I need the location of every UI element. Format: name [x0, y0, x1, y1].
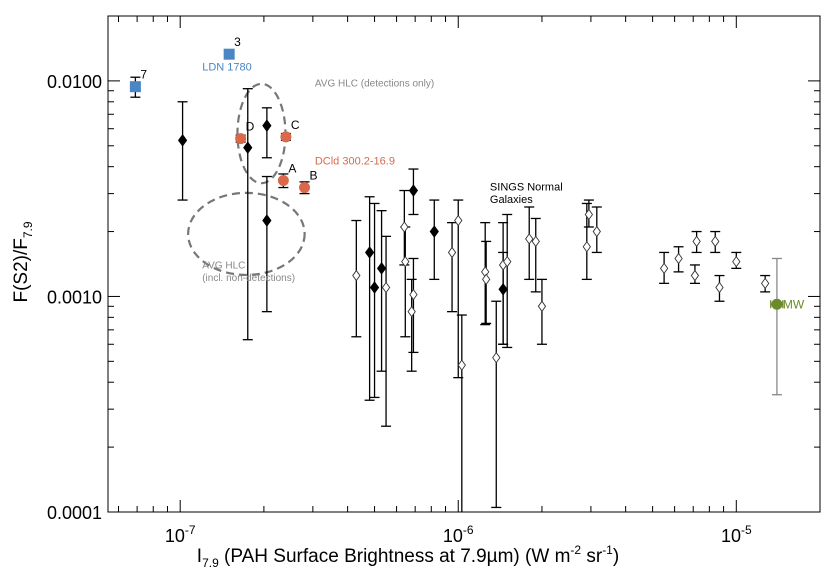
sings-point [674, 252, 683, 265]
average-ellipse [187, 191, 306, 277]
hlc-point [369, 281, 380, 294]
hlc-point [408, 184, 419, 197]
dcld-point [235, 133, 247, 145]
sings-point [457, 359, 466, 371]
sings-point [454, 214, 463, 227]
point-label: 7 [140, 68, 147, 82]
mw-point [771, 298, 783, 310]
y-tick-label: 0.0001 [47, 503, 102, 523]
x-tick-label: 10-5 [721, 523, 752, 546]
sings-point [659, 262, 669, 275]
sings-point [409, 288, 418, 301]
x-tick-label-exponent: -6 [463, 523, 474, 537]
x-tick-label: 10-7 [165, 523, 196, 546]
x-axis-title-sup1: -2 [570, 543, 581, 557]
point-label: MW [783, 297, 805, 311]
annotation-text: LDN 1780 [202, 61, 252, 73]
sings-point [761, 277, 770, 290]
x-axis-title-sup2: -1 [602, 543, 613, 557]
dcld-point [277, 175, 289, 187]
x-axis-title-mid: sr [581, 546, 603, 567]
annotation-text: SINGS Normal [490, 182, 563, 194]
ldn-point [223, 48, 235, 60]
x-tick-label-exponent: -5 [741, 523, 752, 537]
sings-point [481, 273, 491, 286]
sings-point [690, 269, 700, 282]
point-label: B [310, 169, 318, 183]
x-axis-title-end: ) [613, 546, 619, 567]
point-label: A [288, 162, 296, 176]
x-tick-label-base: 10 [165, 526, 185, 546]
point-label: C [291, 118, 300, 132]
sings-point [352, 269, 361, 282]
sings-point [400, 221, 409, 233]
annotation-text: AVG HLC (detections only) [315, 79, 434, 90]
y-tick-label: 0.0010 [47, 287, 102, 307]
hlc-point [243, 141, 253, 155]
x-tick-label-base: 10 [721, 526, 741, 546]
sings-point [692, 235, 701, 248]
annotation-text: DCld 300.2-16.9 [315, 155, 395, 167]
y-axis-title-sub: 7.9 [21, 221, 35, 238]
sings-point [582, 240, 591, 253]
sings-point [381, 281, 391, 294]
ldn-point [129, 81, 141, 93]
y-axis-title: F(S2)/F7.9 [11, 221, 35, 302]
x-tick-label-exponent: -7 [185, 523, 196, 537]
sings-point [537, 300, 547, 313]
sings-point [715, 281, 724, 294]
dcld-point [299, 182, 311, 194]
sings-point [531, 235, 540, 248]
average-ellipse [236, 82, 287, 185]
hlc-point [429, 225, 439, 238]
y-axis-title-main: F(S2)/F [11, 238, 32, 302]
sings-point [503, 255, 512, 268]
annotation-text: Galaxies [490, 194, 533, 206]
sings-point [407, 305, 416, 318]
hlc-point [498, 282, 508, 296]
point-label: 3 [234, 35, 241, 49]
errorbar-layer [130, 49, 784, 512]
y-tick-label: 0.0100 [47, 72, 102, 92]
sings-point [584, 208, 594, 221]
sings-point [447, 246, 457, 259]
sings-point [592, 225, 601, 238]
hlc-point [262, 214, 272, 227]
annotation-text: AVG HLC [202, 260, 245, 271]
sings-point [525, 233, 534, 245]
x-axis-title-rest: (PAH Surface Brightness at 7.9µm) (W m [219, 546, 571, 567]
x-tick-label: 10-6 [443, 523, 474, 546]
hlc-point [262, 119, 272, 132]
x-axis-title-main: I [197, 546, 202, 567]
sings-point [401, 255, 410, 268]
hlc-point [177, 133, 188, 147]
hlc-point [376, 262, 387, 275]
dcld-point [280, 131, 292, 143]
sings-point [492, 351, 501, 364]
plot-frame [107, 15, 821, 513]
point-label: D [246, 120, 255, 134]
sings-point [732, 255, 741, 268]
point-layer [129, 48, 783, 371]
annotation-text: (incl. non-detections) [202, 273, 295, 284]
x-tick-label-base: 10 [443, 526, 463, 546]
tick-layer [108, 15, 821, 513]
sings-point [711, 235, 720, 248]
hlc-point [364, 246, 375, 259]
x-axis-title: I7.9 (PAH Surface Brightness at 7.9µm) (… [197, 543, 619, 570]
x-axis-title-sub: 7.9 [202, 556, 219, 570]
